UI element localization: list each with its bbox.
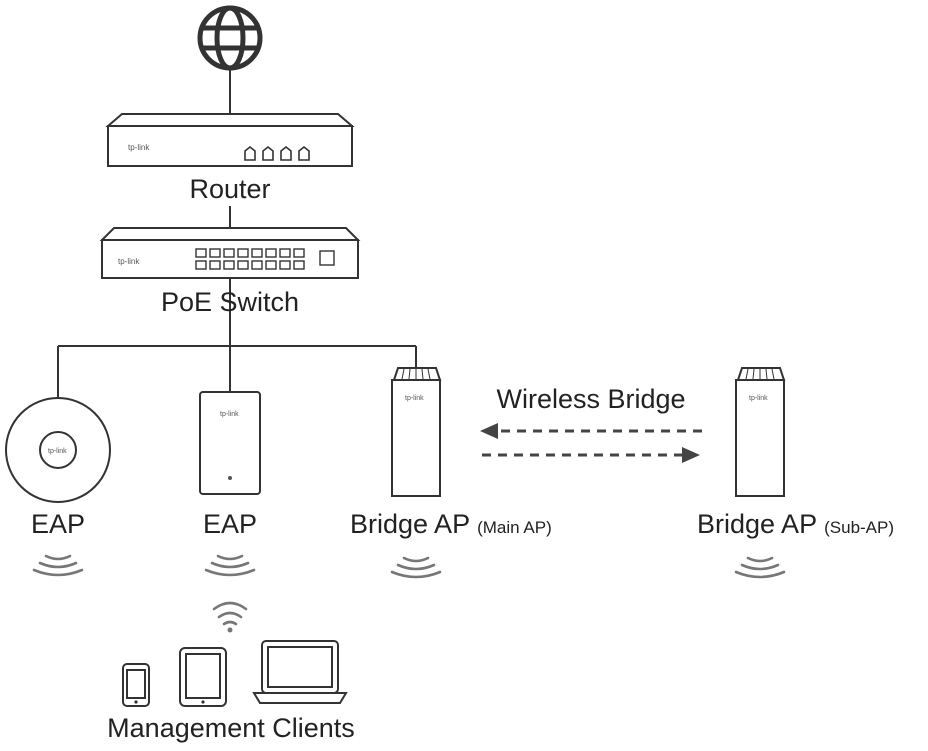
wifi-signal-eap-wall-icon <box>204 554 256 577</box>
bridge-sub-device: tp-link <box>735 367 786 497</box>
eap-ceiling-device: tp-link <box>5 397 111 503</box>
eap-ceiling-label: EAP <box>30 509 86 539</box>
router-label: Router <box>189 174 271 204</box>
wireless-bridge-label: Wireless Bridge <box>496 384 686 414</box>
eap-wall-brand-logo: tp-link <box>220 411 239 418</box>
wifi-signal-eap-ceiling-icon <box>32 554 84 577</box>
smartphone-icon <box>122 663 150 707</box>
arrow-right-icon <box>682 447 700 463</box>
bridge-main-role: (Main AP) <box>477 518 552 537</box>
bridge-sub-brand-logo: tp-link <box>749 395 768 402</box>
switch-brand-logo: tp-link <box>118 257 140 266</box>
bridge-sub-role: (Sub-AP) <box>824 518 895 537</box>
eap-ceiling-brand-logo: tp-link <box>48 448 67 455</box>
bridge-sub-label: Bridge AP (Sub-AP) <box>697 511 894 538</box>
bridge-main-device: tp-link <box>391 367 442 497</box>
wifi-clients-icon <box>212 601 248 633</box>
eap-wall-device: tp-link <box>199 391 261 495</box>
wired-connections <box>57 68 417 398</box>
eap-wall-label: EAP <box>202 509 258 539</box>
router-brand-logo: tp-link <box>128 143 150 152</box>
tablet-icon <box>179 647 227 707</box>
switch-ports <box>195 248 305 270</box>
wifi-signal-bridge-sub-icon <box>734 556 786 579</box>
poe-switch-label: PoE Switch <box>160 287 300 317</box>
poe-switch-device: tp-link <box>99 227 361 279</box>
globe-icon <box>197 5 263 71</box>
eap-wall-led-icon <box>228 476 232 480</box>
wireless-bridge-arrows <box>480 423 702 463</box>
bridge-main-brand-logo: tp-link <box>405 395 424 402</box>
laptop-icon <box>252 640 348 704</box>
router-ports <box>244 145 310 161</box>
bridge-main-name: Bridge AP <box>350 509 470 539</box>
management-clients-label: Management Clients <box>107 713 355 743</box>
wifi-signal-bridge-main-icon <box>390 556 442 579</box>
bridge-main-label: Bridge AP (Main AP) <box>350 511 552 538</box>
router-device: tp-link <box>105 113 355 167</box>
bridge-sub-name: Bridge AP <box>697 509 817 539</box>
arrow-left-icon <box>480 423 498 439</box>
